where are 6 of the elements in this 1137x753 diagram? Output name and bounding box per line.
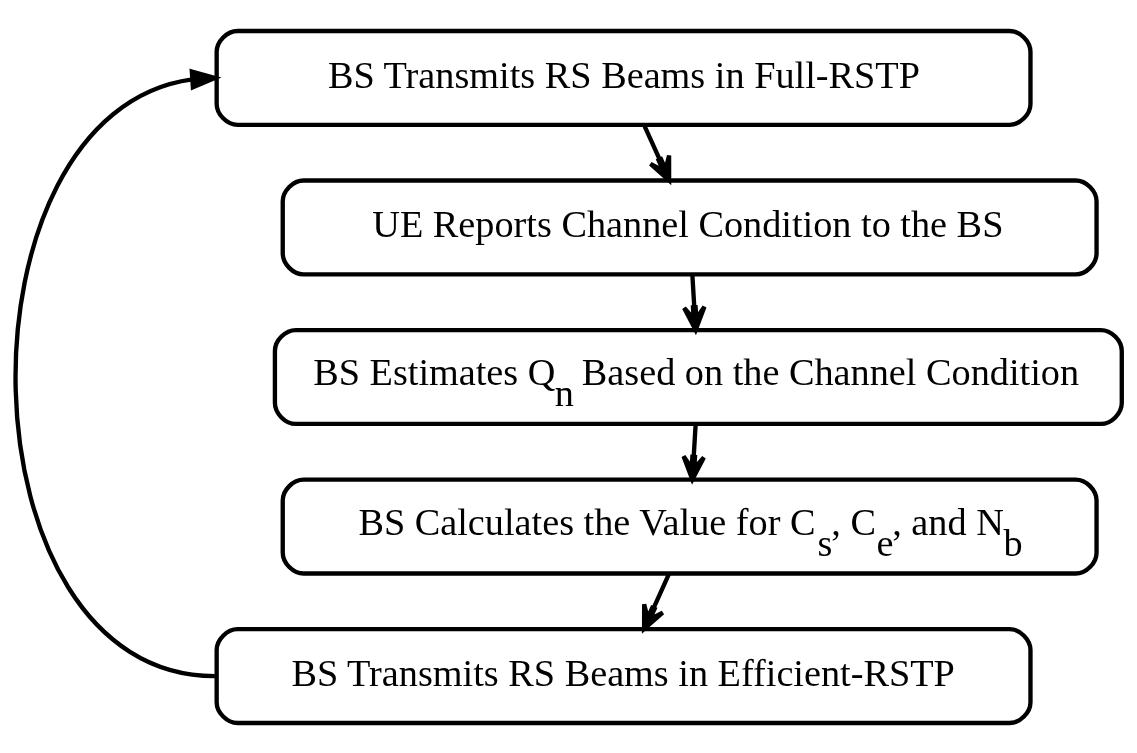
node-box: BS Transmits RS Beams in Full-RSTP <box>214 28 1033 127</box>
node-box: UE Reports Channel Condition to the BS <box>280 177 1099 277</box>
arrow <box>641 572 672 631</box>
arrow <box>681 423 707 482</box>
node-box: BS Transmits RS Beams in Efficient-RSTP <box>214 626 1033 725</box>
arrow <box>13 68 222 678</box>
